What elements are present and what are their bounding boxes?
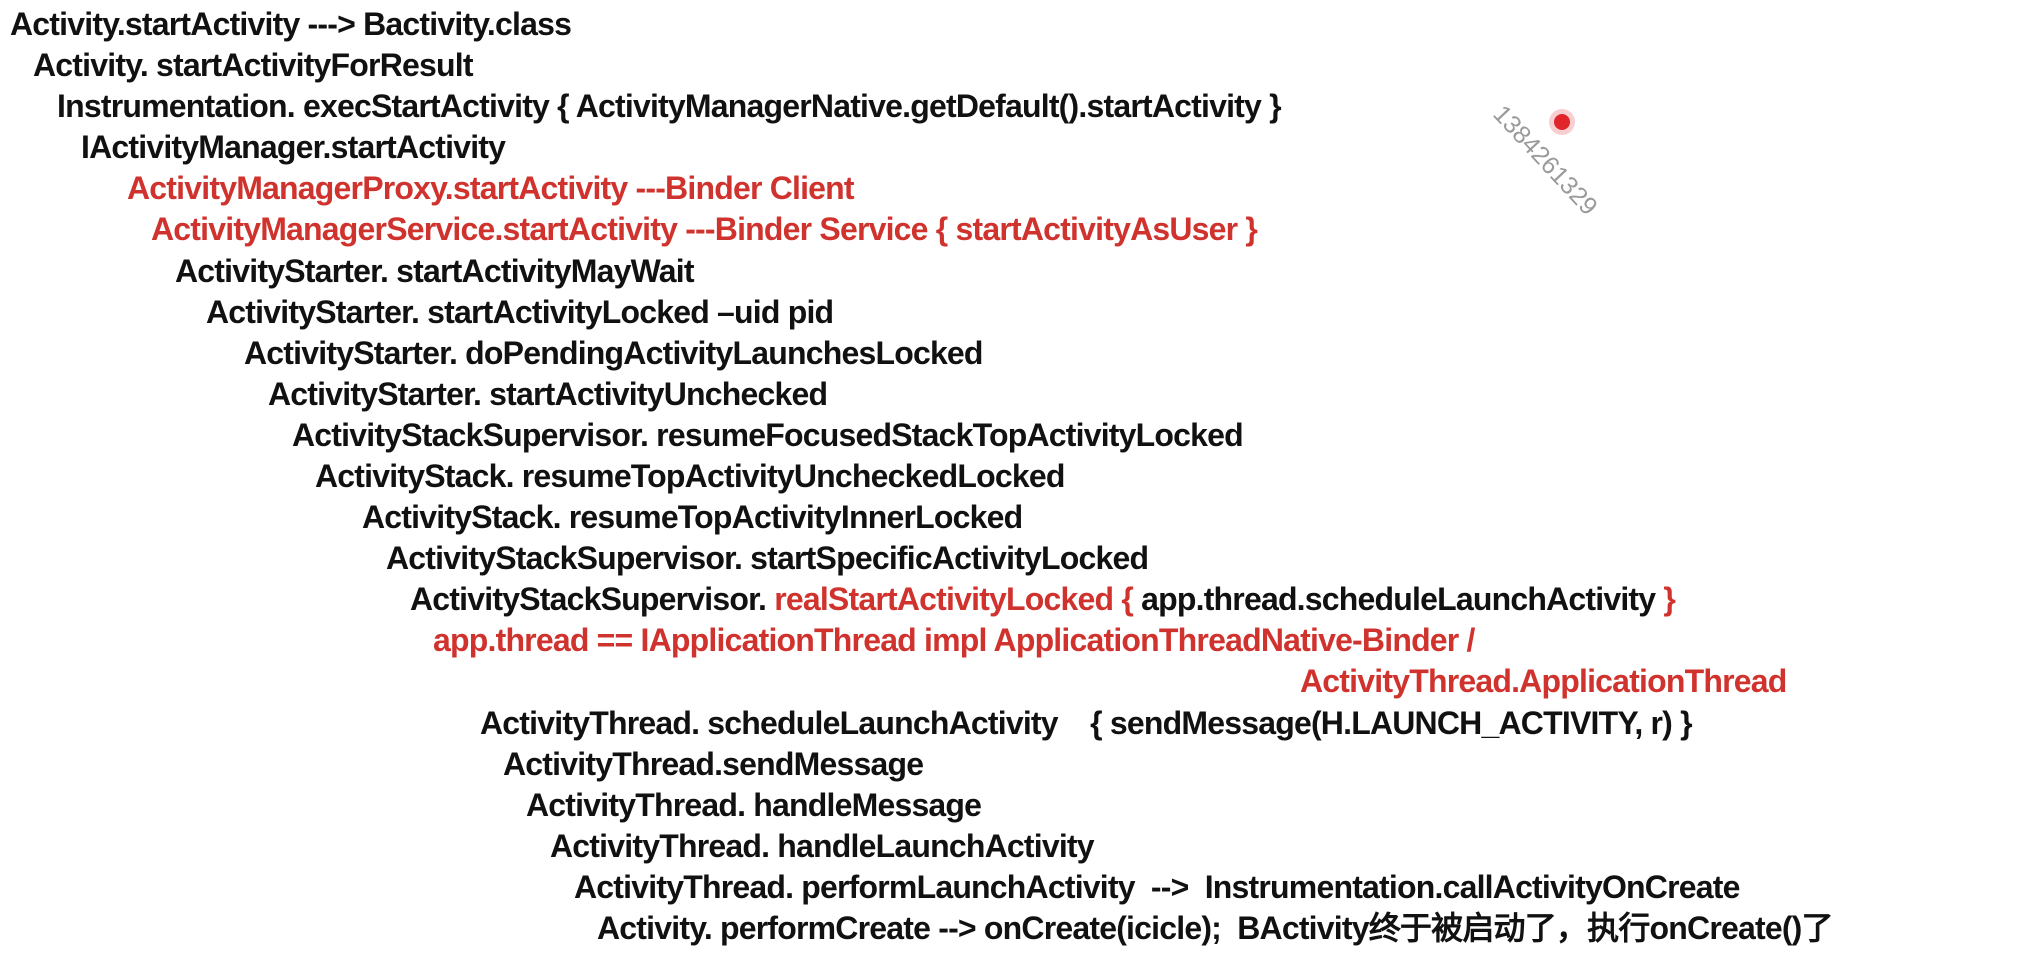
call-line-7: ActivityStarter. startActivityMayWait [175,251,695,291]
call-line-4: IActivityManager.startActivity [81,127,506,167]
call-line-2: Activity. startActivityForResult [33,45,474,85]
call-text: ActivityThread. handleLaunchActivity [550,828,1095,864]
call-text: ActivityStarter. startActivityLocked –ui… [206,294,834,330]
call-line-12: ActivityStack. resumeTopActivityUnchecke… [315,456,1065,496]
call-line-20: ActivityThread. handleMessage [526,785,982,825]
call-line-13: ActivityStack. resumeTopActivityInnerLoc… [362,497,1023,537]
call-line-10: ActivityStarter. startActivityUnchecked [268,374,828,414]
call-line-17: ActivityThread.ApplicationThread [1300,661,1787,701]
call-text-highlight: realStartActivityLocked { [774,581,1134,617]
call-text: ActivityStackSupervisor. startSpecificAc… [386,540,1149,576]
call-text-highlight: ActivityManagerService.startActivity ---… [151,211,1258,247]
call-line-9: ActivityStarter. doPendingActivityLaunch… [244,333,983,373]
call-line-21: ActivityThread. handleLaunchActivity [550,826,1095,866]
call-text-highlight: ActivityManagerProxy.startActivity ---Bi… [127,170,855,206]
call-text: ActivityThread. scheduleLaunchActivity {… [480,705,1693,741]
call-text: Activity. startActivityForResult [33,47,474,83]
call-text-highlight: app.thread == IApplicationThread impl Ap… [433,622,1475,658]
call-text: IActivityManager.startActivity [81,129,506,165]
call-line-11: ActivityStackSupervisor. resumeFocusedSt… [292,415,1244,455]
call-text: ActivityStackSupervisor. resumeFocusedSt… [292,417,1244,453]
call-text: app.thread.scheduleLaunchActivity [1133,581,1664,617]
call-text: ActivityStarter. doPendingActivityLaunch… [244,335,983,371]
call-line-1: Activity.startActivity ---> Bactivity.cl… [10,4,572,44]
call-line-19: ActivityThread.sendMessage [503,744,924,784]
call-line-15: ActivityStackSupervisor. realStartActivi… [410,579,1676,619]
call-text: ActivityStarter. startActivityMayWait [175,253,695,289]
call-line-8: ActivityStarter. startActivityLocked –ui… [206,292,834,332]
call-line-5: ActivityManagerProxy.startActivity ---Bi… [127,168,855,208]
call-text: ActivityThread. handleMessage [526,787,982,823]
call-line-14: ActivityStackSupervisor. startSpecificAc… [386,538,1149,578]
call-text: ActivityStarter. startActivityUnchecked [268,376,828,412]
cursor-pointer-icon [1554,114,1570,130]
call-line-18: ActivityThread. scheduleLaunchActivity {… [480,703,1693,743]
call-text: Activity. performCreate --> onCreate(ici… [597,910,1834,946]
call-text: ActivityStack. resumeTopActivityUnchecke… [315,458,1065,494]
call-text: ActivityThread. performLaunchActivity --… [574,869,1740,905]
call-text: Instrumentation. execStartActivity { Act… [57,88,1282,124]
call-line-23: Activity. performCreate --> onCreate(ici… [597,908,1834,948]
call-line-16: app.thread == IApplicationThread impl Ap… [433,620,1475,660]
watermark: 1384261329 [1487,100,1603,221]
call-text: Activity.startActivity ---> Bactivity.cl… [10,6,572,42]
call-text: ActivityThread.sendMessage [503,746,924,782]
call-text: ActivityStackSupervisor. [410,581,775,617]
call-line-22: ActivityThread. performLaunchActivity --… [574,867,1740,907]
call-text-highlight: } [1663,581,1676,617]
call-text-highlight: ActivityThread.ApplicationThread [1300,663,1787,699]
call-line-3: Instrumentation. execStartActivity { Act… [57,86,1282,126]
call-line-6: ActivityManagerService.startActivity ---… [151,209,1258,249]
call-text: ActivityStack. resumeTopActivityInnerLoc… [362,499,1023,535]
